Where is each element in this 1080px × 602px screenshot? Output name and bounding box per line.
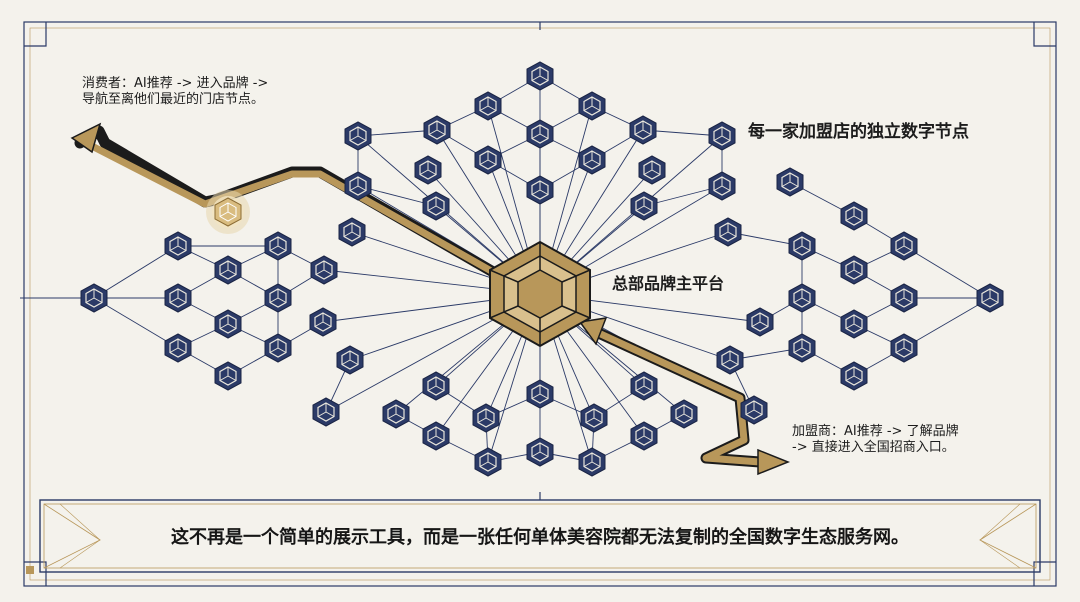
decorative-frame: [23, 21, 1057, 587]
store-node: [630, 421, 658, 451]
store-node: [344, 121, 372, 151]
franchisee-arrowhead-end: [757, 448, 791, 476]
store-node: [788, 283, 816, 313]
store-node: [788, 333, 816, 363]
store-node: [474, 91, 502, 121]
store-node: [382, 399, 410, 429]
store-node: [630, 371, 658, 401]
franchise-node-label: 每一家加盟店的独立数字节点: [748, 122, 969, 142]
store-node: [840, 255, 868, 285]
store-node: [746, 307, 774, 337]
store-node: [714, 217, 742, 247]
store-node: [708, 171, 736, 201]
store-node: [890, 333, 918, 363]
franchisee-arrow-fill: [588, 326, 764, 466]
store-node: [422, 371, 450, 401]
store-node: [80, 283, 108, 313]
store-node: [708, 121, 736, 151]
store-node: [526, 437, 554, 467]
store-node: [670, 399, 698, 429]
store-node: [164, 283, 192, 313]
store-node: [976, 283, 1004, 313]
consumer-note-line1: 消费者：AI推荐 -> 进入品牌 ->: [82, 76, 269, 91]
store-node: [890, 283, 918, 313]
store-node: [890, 231, 918, 261]
franchisee-arrowhead-start: [578, 317, 608, 346]
hq-platform-hub: [489, 240, 591, 348]
store-node: [472, 403, 500, 433]
west-cluster-edge: [93, 245, 179, 299]
store-node: [422, 421, 450, 451]
store-node: [336, 345, 364, 375]
store-node: [214, 255, 242, 285]
franchisee-note-line2: -> 直接进入全国招商入口。: [792, 440, 955, 456]
store-node: [310, 255, 338, 285]
store-node: [264, 333, 292, 363]
store-node: [474, 447, 502, 477]
hq-label: 总部品牌主平台: [612, 274, 725, 293]
store-node: [214, 309, 242, 339]
store-node: [164, 333, 192, 363]
east-cluster-edge: [903, 245, 991, 299]
store-node: [526, 379, 554, 409]
store-node: [788, 231, 816, 261]
store-node: [264, 231, 292, 261]
store-node: [526, 119, 554, 149]
store-node: [716, 345, 744, 375]
franchisee-note-line1: 加盟商：AI推荐 -> 了解品牌: [792, 424, 959, 439]
store-node: [526, 175, 554, 205]
store-node: [578, 91, 606, 121]
consumer-note: 消费者：AI推荐 -> 进入品牌 -> 导航至离他们最近的门店节点。: [82, 76, 332, 109]
store-node: [214, 361, 242, 391]
store-node: [423, 115, 451, 145]
store-node: [338, 217, 366, 247]
banner-text: 这不再是一个简单的展示工具，而是一张任何单体美容院都无法复制的全国数字生态服务网…: [171, 527, 909, 548]
consumer-note-line2: 导航至离他们最近的门店节点。: [82, 92, 265, 108]
store-node: [578, 447, 606, 477]
store-node: [840, 309, 868, 339]
consumer-arrow-fill: [82, 139, 504, 280]
franchisee-note: 加盟商：AI推荐 -> 了解品牌 -> 直接进入全国招商入口。: [792, 424, 1052, 457]
store-node: [312, 397, 340, 427]
east-cluster-edge: [903, 297, 991, 349]
store-node: [629, 115, 657, 145]
highlighted-store-node: [206, 190, 250, 234]
store-node: [578, 145, 606, 175]
store-node: [580, 403, 608, 433]
store-node: [164, 231, 192, 261]
west-cluster-edge: [93, 297, 179, 349]
store-node: [264, 283, 292, 313]
store-node: [309, 307, 337, 337]
store-node: [474, 145, 502, 175]
consumer-arrowhead: [70, 122, 102, 154]
store-node: [840, 201, 868, 231]
store-node: [526, 61, 554, 91]
store-node: [776, 167, 804, 197]
store-node: [840, 361, 868, 391]
